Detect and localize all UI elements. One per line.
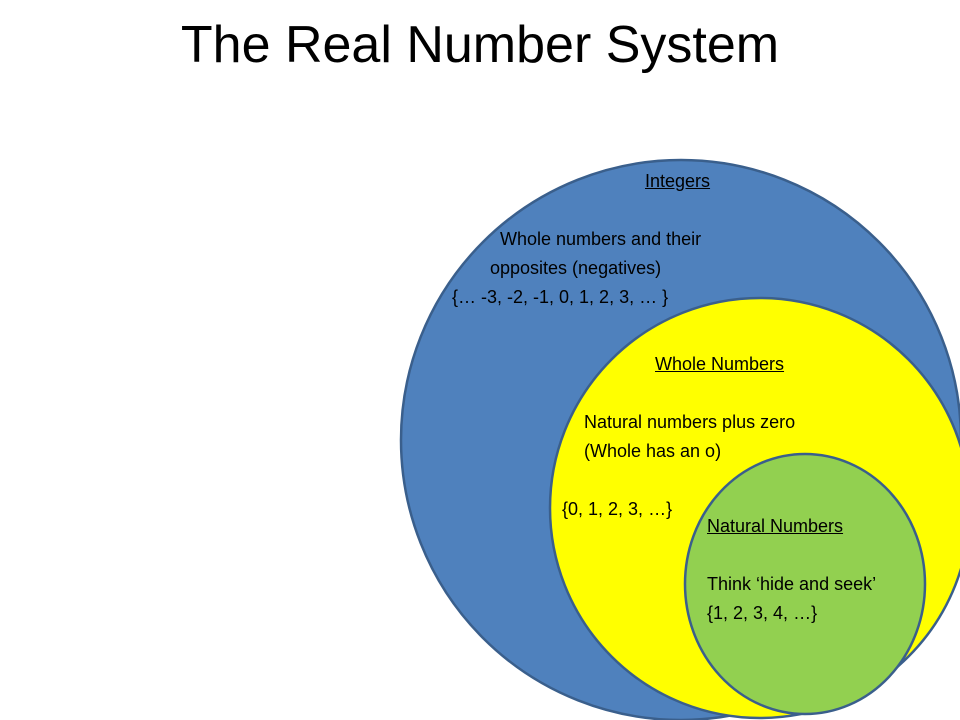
integers-description-line2: opposites (negatives) bbox=[490, 258, 662, 278]
integers-heading: Integers bbox=[645, 171, 711, 191]
slide-title: The Real Number System bbox=[180, 16, 780, 74]
whole-numbers-description-line1: Natural numbers plus zero bbox=[584, 412, 796, 432]
integers-set: {… -3, -2, -1, 0, 1, 2, 3, … } bbox=[452, 287, 669, 307]
whole-numbers-heading: Whole Numbers bbox=[655, 354, 785, 374]
natural-numbers-description: Think ‘hide and seek’ bbox=[707, 574, 877, 594]
whole-numbers-description-line2: (Whole has an o) bbox=[584, 441, 722, 461]
natural-numbers-heading: Natural Numbers bbox=[707, 516, 844, 536]
integers-description-line1: Whole numbers and their bbox=[500, 229, 702, 249]
natural-numbers-set: {1, 2, 3, 4, …} bbox=[707, 603, 818, 623]
whole-numbers-set: {0, 1, 2, 3, …} bbox=[562, 499, 673, 519]
natural-numbers-ellipse bbox=[683, 452, 927, 716]
